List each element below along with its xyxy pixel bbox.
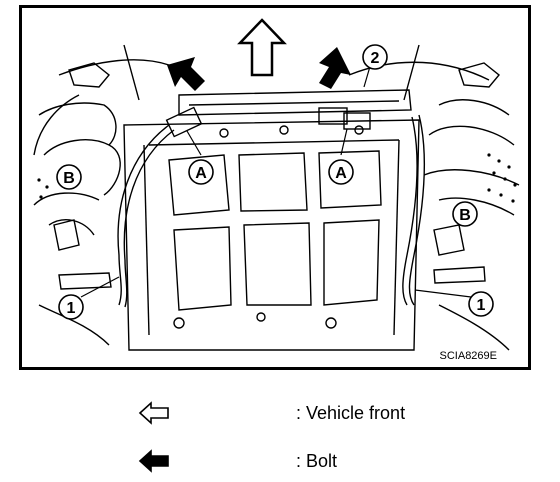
svg-text:2: 2: [371, 50, 380, 67]
callout-1-left: 1: [58, 294, 84, 320]
legend-bolt-label: : Bolt: [296, 451, 338, 471]
callout-a-right: A: [328, 159, 354, 185]
figure-code: SCIA8269E: [440, 350, 497, 362]
svg-text:B: B: [459, 207, 471, 224]
callout-2: 2: [362, 44, 388, 70]
vehicle-front-arrow-icon: [237, 18, 287, 77]
svg-text:1: 1: [477, 297, 486, 314]
bolt-arrow-icon: [167, 57, 205, 91]
callout-leaders: [80, 62, 472, 298]
svg-text:1: 1: [67, 300, 76, 317]
svg-text:A: A: [335, 165, 347, 182]
callout-b-right: B: [452, 201, 478, 227]
engine-diagram: A A B B 1 1 2 SCIA8269E: [19, 5, 531, 370]
legend-vehicle-front-label: : Vehicle front: [296, 403, 406, 423]
bolt-arrow-icon: [319, 47, 351, 89]
legend-vehicle-front: : Vehicle front: [0, 401, 560, 425]
callout-1-right: 1: [468, 291, 494, 317]
engine-linework: [33, 44, 520, 351]
diagram-frame: [19, 5, 531, 370]
manifold-texture: [37, 153, 517, 203]
outline-arrow-icon: [138, 401, 169, 425]
solid-arrow-icon: [138, 449, 169, 473]
svg-text:B: B: [63, 170, 75, 187]
callout-b-left: B: [56, 164, 82, 190]
legend-bolt: : Bolt: [0, 449, 560, 473]
svg-text:A: A: [195, 165, 207, 182]
callout-a-left: A: [188, 159, 214, 185]
